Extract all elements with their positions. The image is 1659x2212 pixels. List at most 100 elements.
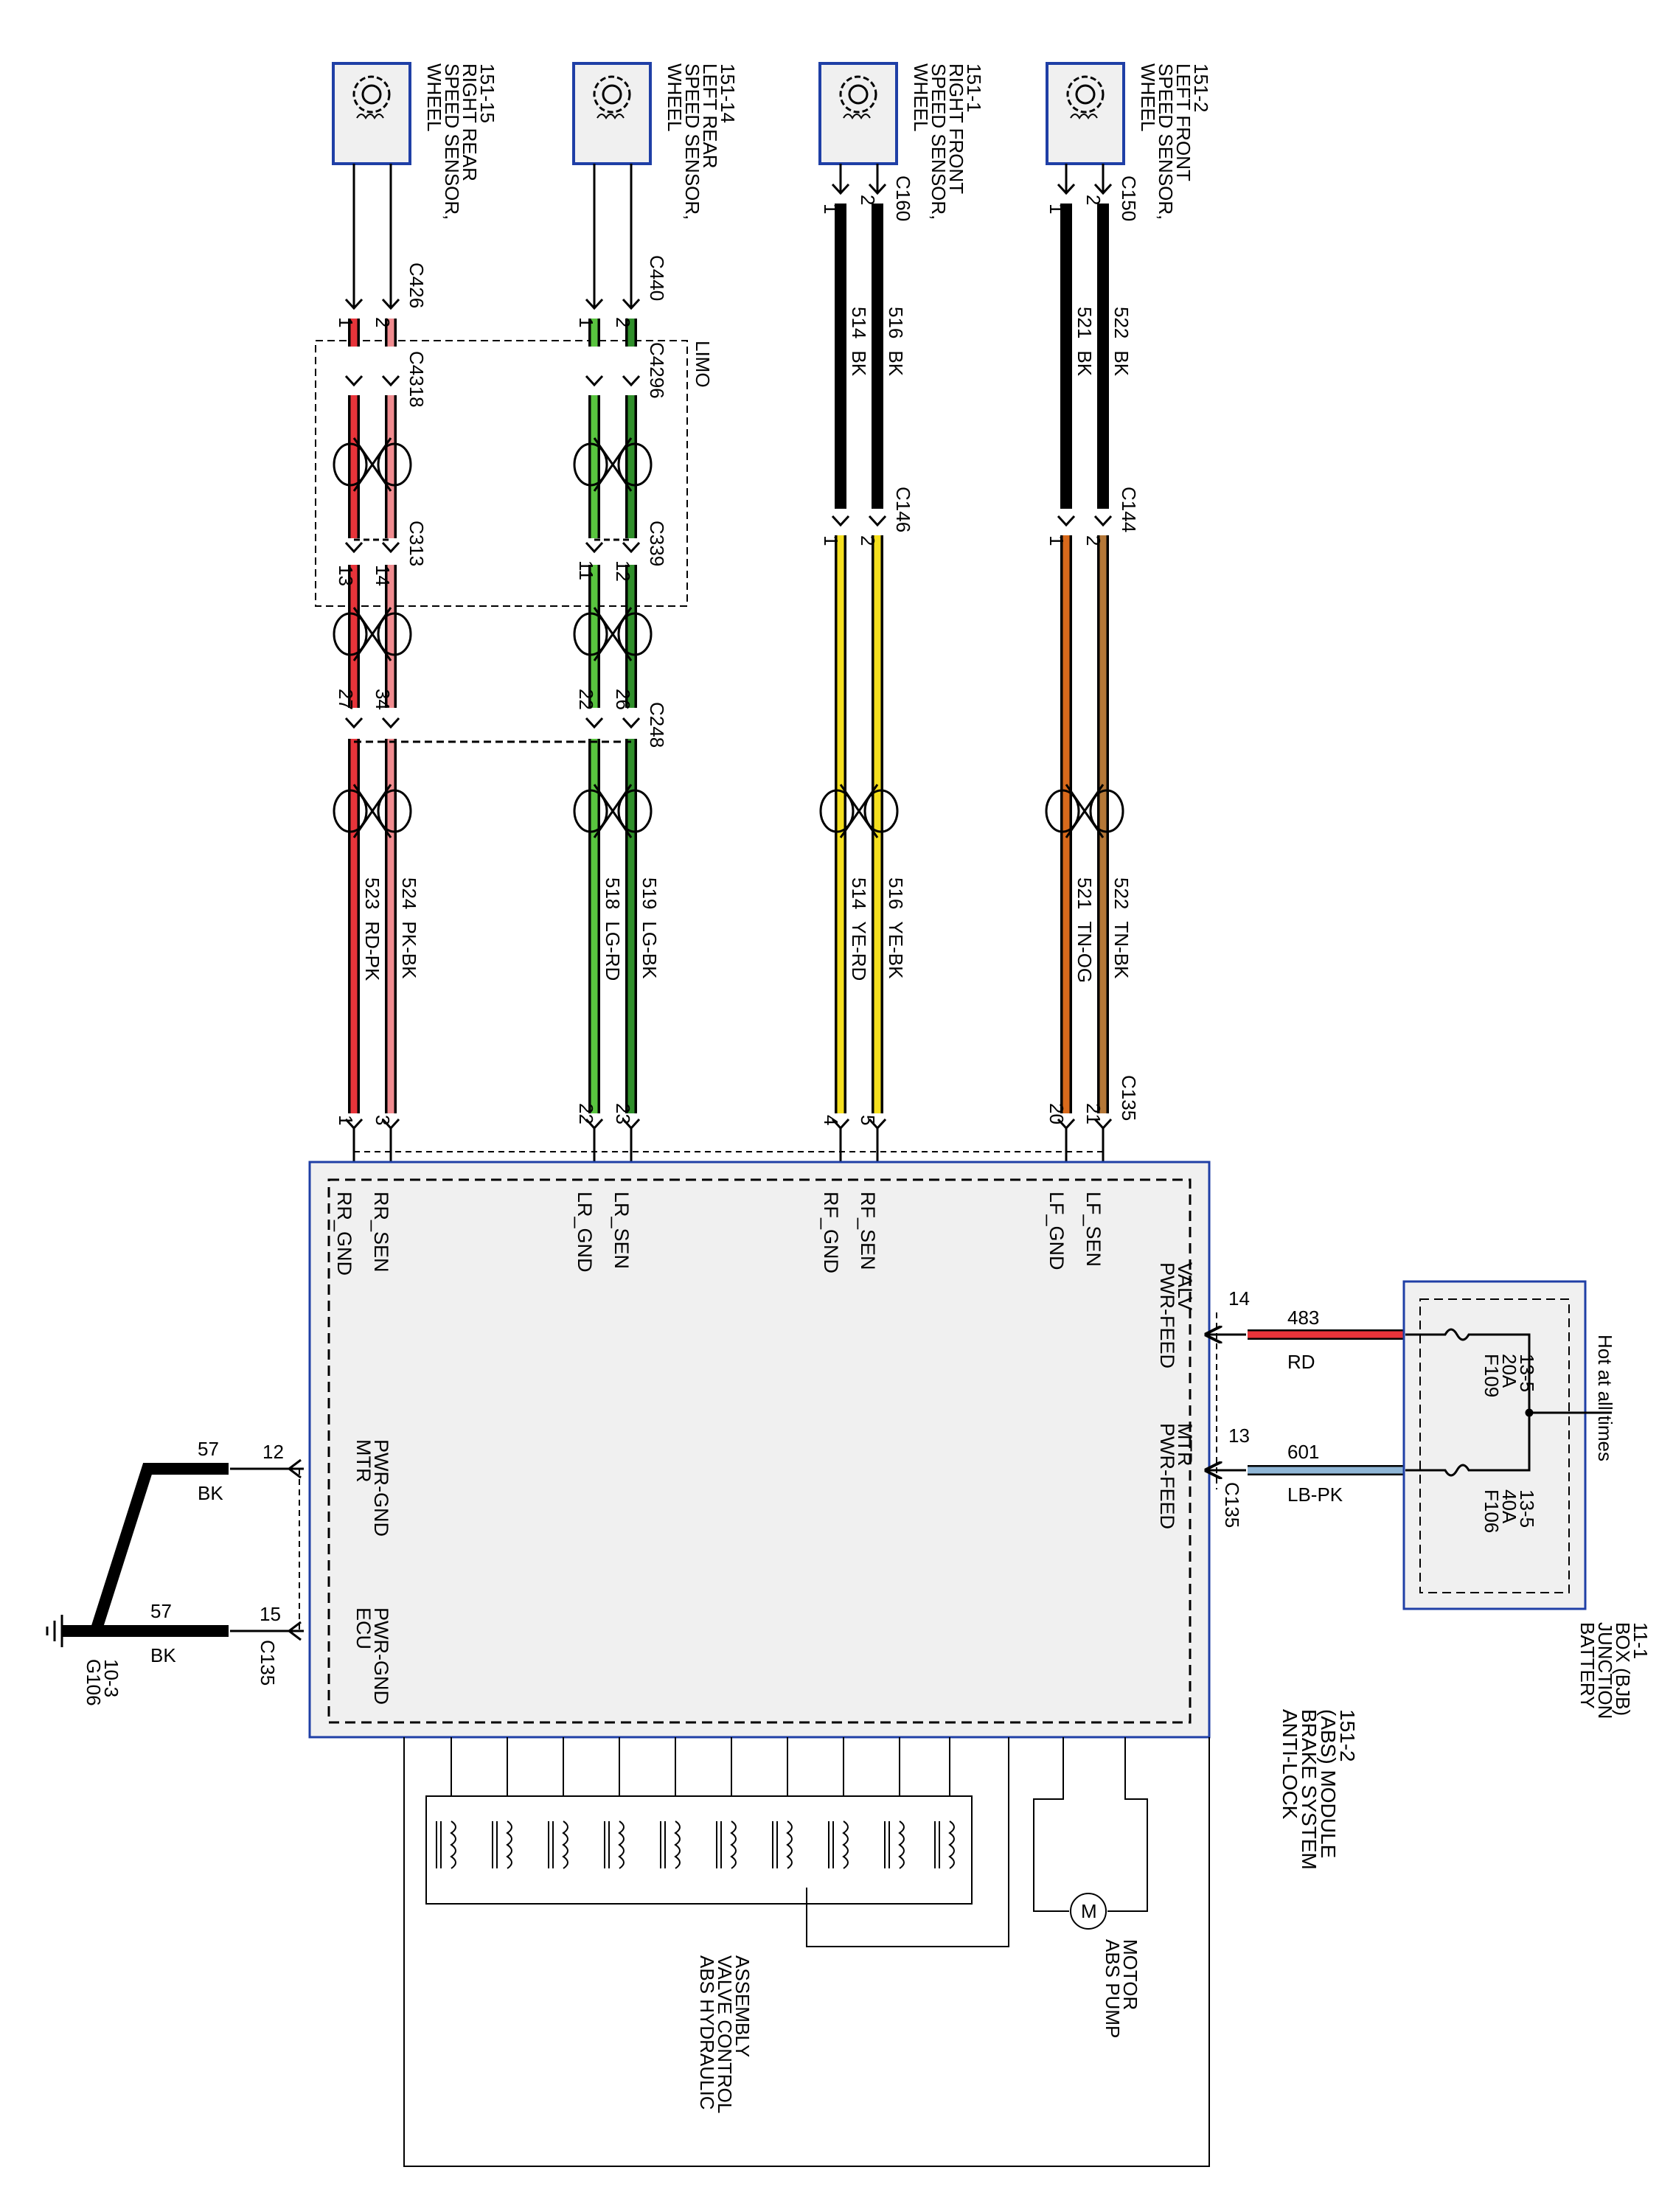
rr-a-c4318-arrow <box>344 375 364 387</box>
twist-lr-mid-loop-a <box>573 612 608 656</box>
valve-2-coil <box>506 1820 512 1869</box>
connector-c150: C150 <box>1118 175 1140 221</box>
pin-rr-14: 14 <box>372 565 394 586</box>
pin-rf-sen: RF_SEN <box>857 1192 879 1270</box>
wire-57-num-a: 57 <box>198 1438 219 1460</box>
valve-5-coil <box>674 1820 681 1869</box>
wire-521-label: 521TN-OG <box>1074 877 1096 983</box>
rf-b-c160-arrow <box>868 183 887 195</box>
valve-coils <box>436 1737 955 1869</box>
pin-lr-1: 1 <box>575 317 597 327</box>
lr-b-c339-arrow <box>622 541 641 554</box>
wire-516-bk-label: 516BK <box>885 307 907 377</box>
lf-a-c144-arrow <box>1057 515 1076 527</box>
wire-483-color: RD <box>1287 1351 1315 1373</box>
wire-519-label: 519LG-BK <box>639 877 661 979</box>
lr-b-c440-arrow <box>622 298 641 310</box>
pin-rr-2: 2 <box>372 317 394 327</box>
twist-rf-main-loop-a <box>819 789 855 833</box>
connector-c146: C146 <box>892 487 914 532</box>
pin-rr-34: 34 <box>372 689 394 710</box>
twist-rr-mid-loop-b <box>377 612 412 656</box>
pin-lr-26: 26 <box>612 689 634 710</box>
pin-lr-11: 11 <box>575 560 597 580</box>
valve-10-coil <box>948 1820 955 1869</box>
sensor-rf-label: WHEEL SPEED SENSOR, RIGHT FRONT 151-1 <box>910 63 985 226</box>
rr-b-c313-arrow <box>381 541 400 554</box>
twist-rr-limo-loop-a <box>333 442 368 487</box>
abs-module <box>308 1161 1211 1739</box>
twist-rr-mid-loop-a <box>333 612 368 656</box>
pin-rf-2: 2 <box>857 195 879 205</box>
bjb-internal-wiring <box>1405 1328 1612 1477</box>
pin-mtr-pwr-gnd: MTR PWR-GND <box>352 1439 392 1537</box>
twist-rf-main-loop-b <box>863 789 899 833</box>
twist-lr-limo-loop-a <box>573 442 608 487</box>
bjb-box <box>1402 1280 1587 1610</box>
gear-icon <box>839 75 877 114</box>
lr-a-c248-arrow <box>585 717 604 729</box>
wire-522-bk-label: 522BK <box>1110 307 1133 377</box>
pin-c135-21: 21 <box>1082 1103 1105 1124</box>
valve-6-coil <box>730 1820 737 1869</box>
connector-c135: C135 <box>1118 1075 1140 1121</box>
bjb-inner <box>1419 1298 1570 1593</box>
fuse-f106: F106 40A 13-5 <box>1481 1489 1538 1539</box>
pin-14: 14 <box>1228 1287 1250 1310</box>
rr-b-c4318-arrow <box>381 375 400 387</box>
connector-c4318: C4318 <box>406 351 428 408</box>
wire-514-bk-label: 514BK <box>848 307 870 377</box>
wire-522-label: 522TN-BK <box>1110 877 1133 979</box>
pin-pwr-feed-mtr: PWR-FEED MTR <box>1156 1423 1196 1535</box>
abs-pump-motor <box>1033 1737 1148 1930</box>
motor-symbol: M <box>1081 1900 1097 1922</box>
limo-label: LIMO <box>692 341 714 388</box>
rr-b-c426-arrow <box>381 298 400 310</box>
sensor-lf-label: WHEEL SPEED SENSOR, LEFT FRONT 151-2 <box>1137 63 1212 226</box>
sensor-rr-label: WHEEL SPEED SENSOR, RIGHT REAR 151-15 <box>423 63 498 226</box>
pin-c135-22: 22 <box>575 1103 597 1124</box>
connector-c135-gnd: C135 <box>257 1640 279 1686</box>
wire-518-label: 518LG-RD <box>602 877 624 981</box>
twist-lr-mid-loop-b <box>617 612 653 656</box>
pin-rr-13: 13 <box>335 565 357 586</box>
connector-c339: C339 <box>646 521 668 566</box>
twist-rr-main-loop-b <box>377 789 412 833</box>
valve-9-coil <box>898 1820 905 1869</box>
abs-module-label: ANTI-LOCK BRAKE SYSTEM (ABS) MODULE 151-… <box>1279 1709 1359 1876</box>
wire-521-bk-label: 521BK <box>1074 307 1096 377</box>
rr-a-c248-arrow <box>344 717 364 729</box>
gear-icon <box>593 75 631 114</box>
twist-rr-limo-loop-b <box>377 442 412 487</box>
pin-lr-2: 2 <box>612 317 634 327</box>
connector-c248: C248 <box>646 702 668 748</box>
twist-lf-main-loop-a <box>1045 789 1080 833</box>
valve-1-coil <box>450 1820 456 1869</box>
connector-c440: C440 <box>646 255 668 301</box>
ground-icon <box>46 1615 63 1647</box>
lr-a-c4296-arrow <box>585 375 604 387</box>
connector-c160: C160 <box>892 175 914 221</box>
lf-b-c144-arrow <box>1093 515 1113 527</box>
sensor-lr-label: WHEEL SPEED SENSOR, LEFT REAR 151-14 <box>664 63 739 226</box>
pin-lf-sen: LF_SEN <box>1082 1192 1105 1267</box>
sensor-rf <box>818 62 898 165</box>
pin-13: 13 <box>1228 1425 1250 1447</box>
lr-b-c248-arrow <box>622 717 641 729</box>
wire-57-color-b: BK <box>150 1644 176 1666</box>
connector-c313: C313 <box>406 521 428 566</box>
sensor-rr <box>332 62 411 165</box>
ground-wires <box>62 1458 304 1641</box>
wire-601-num: 601 <box>1287 1441 1319 1463</box>
lr-a-c339-arrow <box>585 541 604 554</box>
wire-483-num: 483 <box>1287 1307 1319 1329</box>
wire-524-label: 524PK-BK <box>398 877 420 979</box>
wire-516-label: 516YE-BK <box>885 877 907 979</box>
pin-rr-27: 27 <box>335 689 357 710</box>
wire-57-num-b: 57 <box>150 1600 172 1622</box>
pin-lr-gnd: LR_GND <box>574 1192 596 1273</box>
valve-7-coil <box>786 1820 793 1869</box>
pin-lf-2: 2 <box>1082 195 1105 205</box>
valve-4-coil <box>618 1820 625 1869</box>
twist-lf-main-loop-b <box>1089 789 1124 833</box>
